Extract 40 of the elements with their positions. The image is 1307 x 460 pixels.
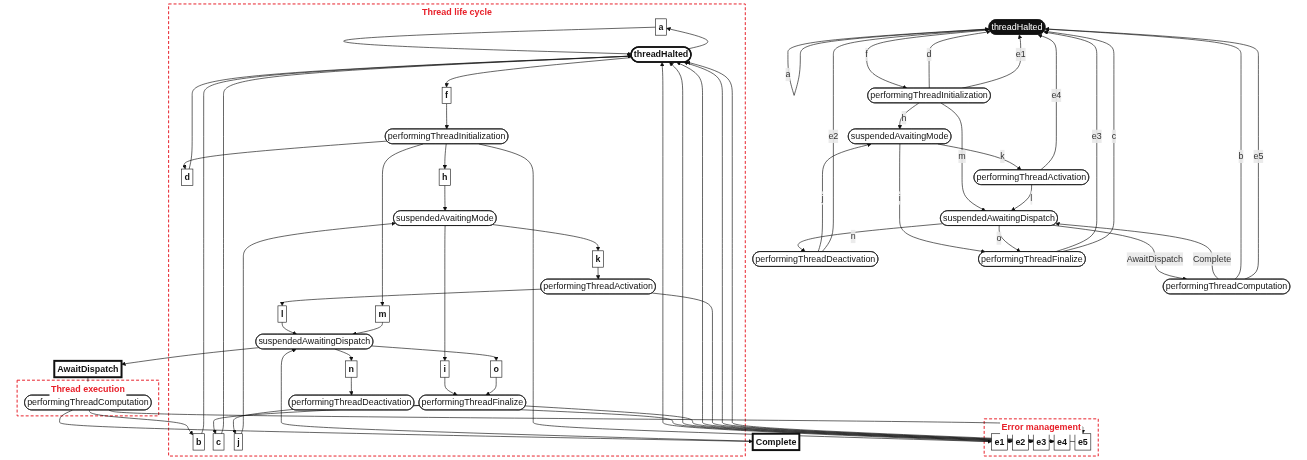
edge-label: d bbox=[926, 49, 932, 60]
edge-label: Complete bbox=[1192, 253, 1232, 264]
edge-label: l bbox=[1030, 192, 1033, 203]
node-box: b bbox=[192, 433, 205, 451]
node-box: c bbox=[212, 433, 225, 451]
edge-label: n bbox=[850, 231, 856, 242]
node-box: AwaitDispatch bbox=[53, 359, 123, 379]
node-box: n bbox=[345, 360, 358, 378]
node-box: o bbox=[490, 360, 503, 378]
edge-label: h bbox=[901, 112, 907, 123]
edge-label: j bbox=[821, 192, 824, 203]
edge-label: e5 bbox=[1253, 151, 1264, 162]
edge-label: c bbox=[1111, 131, 1117, 142]
edge-label: f bbox=[865, 49, 868, 60]
node-box: i bbox=[440, 360, 450, 378]
edge-label: b bbox=[1238, 151, 1244, 162]
edge-label: e3 bbox=[1091, 131, 1102, 142]
node-box: e4 bbox=[1053, 433, 1071, 451]
node-box: j bbox=[233, 433, 243, 451]
edge-label: a bbox=[785, 69, 791, 80]
edge-label: e2 bbox=[828, 131, 839, 142]
node-box: e5 bbox=[1074, 433, 1092, 451]
node-box: l bbox=[277, 305, 287, 323]
node-box: m bbox=[375, 305, 390, 323]
edge-label: m bbox=[958, 151, 966, 162]
edge-label: e4 bbox=[1051, 90, 1062, 101]
node-box: e1 bbox=[991, 433, 1008, 451]
node-box: a bbox=[655, 18, 667, 36]
edge-label: i bbox=[898, 192, 901, 203]
edge-label: AwaitDispatch bbox=[1126, 253, 1184, 264]
edge-label: k bbox=[1000, 151, 1005, 162]
node-box: d bbox=[181, 168, 194, 186]
node-box: h bbox=[438, 168, 451, 186]
node-box: e2 bbox=[1012, 433, 1029, 451]
edge-label: o bbox=[996, 232, 1002, 243]
edge-label: e1 bbox=[1015, 49, 1026, 60]
node-box: Complete bbox=[751, 432, 801, 452]
node-box: e3 bbox=[1032, 433, 1050, 451]
node-box: k bbox=[592, 250, 604, 268]
node-box: f bbox=[441, 86, 452, 104]
